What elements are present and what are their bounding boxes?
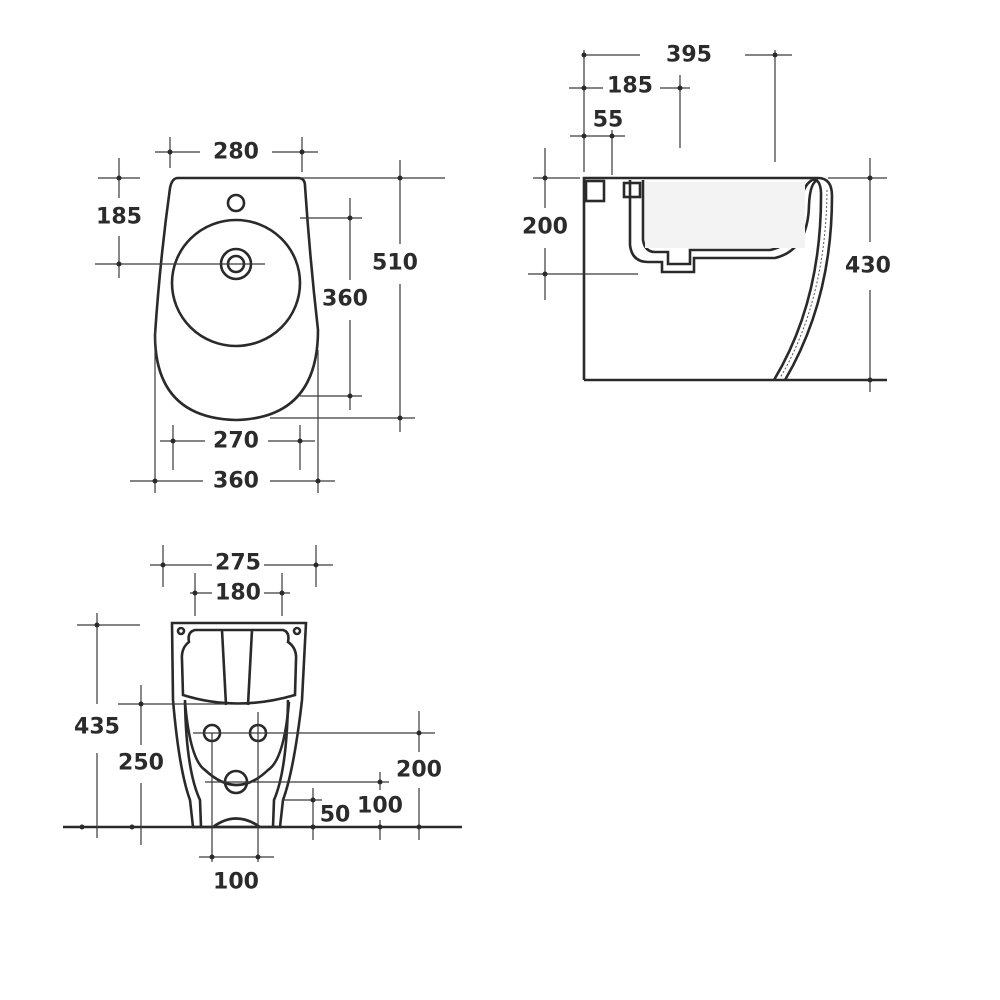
dim-label-180: 180	[215, 581, 261, 606]
dim-line-395	[583, 50, 792, 172]
bowl-section	[628, 178, 819, 274]
dim-label-395: 395	[666, 43, 712, 68]
side-outline	[582, 176, 887, 382]
dim-line-180	[190, 573, 290, 616]
bidet-outline-top	[153, 176, 320, 422]
dim-line-510	[270, 160, 445, 432]
dim-line-250	[118, 685, 225, 845]
dim-line-50	[282, 788, 322, 840]
dim-label-100-drain: 100	[357, 794, 403, 819]
dim-line-280	[155, 137, 318, 172]
dim-label-270: 270	[213, 429, 259, 454]
dim-line-435	[77, 613, 140, 838]
dim-label-50: 50	[320, 803, 351, 828]
fixing-block-right	[622, 181, 642, 199]
rear-recess	[180, 628, 298, 705]
tap-hole	[226, 193, 246, 213]
dim-line-360-width	[130, 330, 335, 493]
dim-label-55: 55	[593, 108, 624, 133]
dim-label-510: 510	[372, 251, 418, 276]
dim-label-200-side: 200	[522, 215, 568, 240]
dim-label-280: 280	[213, 140, 259, 165]
dim-label-185-side: 185	[607, 74, 653, 99]
fixing-block-left	[584, 179, 606, 203]
dim-label-200-front: 200	[396, 758, 442, 783]
dim-label-430: 430	[845, 254, 891, 279]
dim-label-360-length: 360	[322, 287, 368, 312]
dim-label-435: 435	[74, 715, 120, 740]
dim-label-250: 250	[118, 751, 164, 776]
dim-label-185: 185	[96, 205, 142, 230]
front-view: 275 180 435 250 200 100 50 100	[63, 545, 462, 895]
dim-line-430	[828, 158, 887, 392]
dim-line-360-length	[300, 198, 362, 410]
dim-line-270	[160, 425, 315, 470]
dim-line-55	[570, 130, 625, 175]
dim-line-200-front	[193, 711, 435, 862]
dim-line-275	[150, 545, 333, 587]
dim-label-275: 275	[215, 551, 261, 576]
top-view: 280 185 510 360 270 360	[95, 137, 445, 494]
dim-label-360-width: 360	[213, 469, 259, 494]
side-view: 395 185 55 200 430	[522, 43, 891, 392]
bowl-outline	[170, 218, 302, 348]
dim-label-100-spacing: 100	[213, 870, 259, 895]
